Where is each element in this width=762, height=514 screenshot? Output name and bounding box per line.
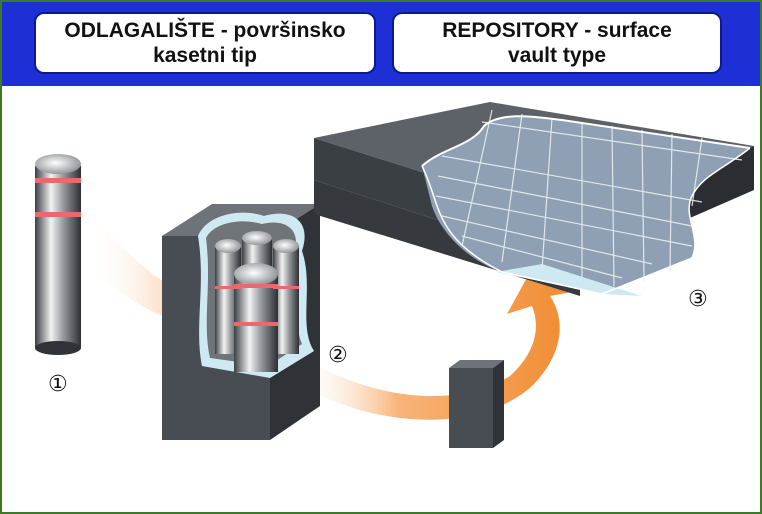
surface-vault	[314, 102, 754, 296]
waste-drum	[35, 154, 81, 355]
sealed-container	[449, 360, 504, 448]
step-marker-1: ①	[48, 372, 68, 397]
step-marker-2: ②	[328, 343, 348, 368]
repository-illustration: ① ②	[35, 102, 754, 448]
concrete-container	[162, 204, 320, 440]
title-english-line1: REPOSITORY - surface	[442, 19, 672, 42]
title-croatian-line2: kasetni tip	[153, 44, 257, 67]
flow-arrow-2	[302, 274, 577, 420]
title-english-line2: vault type	[507, 44, 607, 67]
title-croatian-line1: ODLAGALIŠTE - površinsko	[64, 19, 346, 42]
title-box-english: REPOSITORY - surface vault type	[392, 12, 722, 74]
step-marker-3: ③	[688, 287, 708, 312]
title-banner: ODLAGALIŠTE - površinsko kasetni tip REP…	[2, 2, 760, 86]
title-box-croatian: ODLAGALIŠTE - površinsko kasetni tip	[34, 12, 376, 74]
